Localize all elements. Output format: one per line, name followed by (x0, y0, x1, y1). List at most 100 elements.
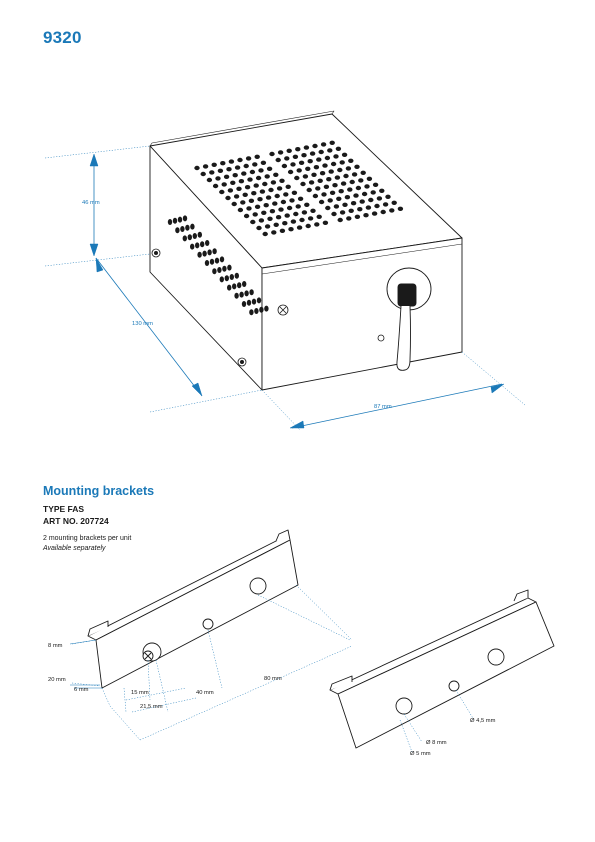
vent-hole (274, 193, 280, 199)
vent-hole (229, 274, 234, 280)
vent-hole (242, 192, 248, 197)
vent-hole (259, 189, 266, 194)
vent-hole (190, 243, 195, 250)
vent-hole (263, 203, 269, 208)
vent-hole (327, 148, 333, 153)
right-bracket-dimensions (399, 689, 475, 753)
vent-hole (250, 219, 256, 225)
vent-hole (217, 267, 222, 273)
vent-hole (194, 165, 200, 171)
vent-hole (313, 165, 320, 170)
vent-hole (379, 188, 385, 193)
vent-hole (389, 208, 395, 213)
vent-hole (301, 210, 308, 215)
vent-hole (279, 228, 286, 233)
vent-hole (279, 178, 285, 183)
vent-hole (228, 159, 235, 164)
vent-hole (339, 210, 346, 215)
vent-hole (296, 168, 302, 173)
vent-hole (264, 224, 271, 229)
vent-hole (226, 167, 232, 172)
vent-hole (222, 265, 227, 272)
vent-hole (347, 187, 353, 192)
vent-hole (225, 195, 231, 201)
vent-hole (297, 196, 304, 201)
dim-6mm: 6 mm (74, 687, 89, 693)
vent-hole (197, 251, 202, 258)
vent-hole (240, 200, 246, 205)
vent-hole (204, 260, 210, 266)
vent-hole (354, 214, 361, 219)
vent-hole (294, 175, 300, 181)
dim-40mm: 40 mm (196, 690, 214, 696)
vent-hole (247, 177, 253, 182)
vent-hole (285, 184, 291, 189)
vent-hole (330, 161, 337, 167)
vent-hole (243, 213, 250, 219)
vent-hole (368, 197, 374, 203)
vent-hole (209, 170, 215, 175)
vent-hole (361, 191, 368, 197)
vent-hole (256, 225, 262, 231)
vent-hole (287, 169, 294, 175)
vent-hole (333, 204, 340, 209)
vent-hole (319, 171, 326, 176)
vent-hole (282, 221, 288, 226)
vent-hole (195, 242, 200, 249)
vent-hole (366, 176, 373, 181)
vent-hole (359, 199, 365, 204)
vent-hole (241, 301, 247, 307)
vent-hole (267, 216, 273, 221)
vent-hole (262, 231, 268, 237)
vent-hole (256, 297, 262, 304)
vent-hole (316, 157, 322, 162)
vent-hole (290, 162, 296, 167)
vent-hole (328, 169, 334, 174)
vent-hole (260, 160, 267, 165)
left-bracket-dimensions (71, 584, 353, 741)
vent-hole (237, 207, 244, 213)
vent-hole (343, 173, 349, 179)
vent-hole (337, 167, 343, 173)
vent-hole (385, 194, 391, 199)
vent-hole (372, 182, 379, 187)
bracket-art-no: ART NO. 207724 (43, 516, 109, 526)
vent-hole (292, 154, 299, 159)
vent-hole (296, 225, 303, 230)
depth-dimension-label: 130 mm (132, 321, 153, 327)
vent-hole (311, 172, 317, 177)
vent-hole (302, 174, 309, 179)
vent-hole (360, 170, 366, 175)
vent-hole (187, 234, 192, 241)
vent-hole (307, 216, 314, 221)
vent-hole (309, 151, 316, 156)
vent-hole (331, 211, 337, 217)
vent-hole (281, 163, 288, 169)
left-bracket (87, 529, 299, 689)
vent-hole (234, 272, 239, 279)
vent-hole (363, 213, 369, 218)
vent-hole (261, 210, 267, 215)
vent-hole (220, 161, 226, 166)
cable-gland (386, 267, 432, 371)
vent-hole (308, 180, 315, 185)
vent-hole (374, 203, 380, 209)
vent-hole (241, 171, 247, 176)
vent-hole (232, 173, 238, 178)
vent-hole (232, 283, 237, 290)
vent-hole (326, 177, 332, 182)
box-dimensions (44, 145, 526, 431)
vent-hole (268, 187, 274, 193)
vent-hole (371, 211, 378, 216)
vent-hole (312, 143, 318, 149)
vent-hole (341, 152, 348, 157)
vent-hole (336, 196, 342, 201)
vent-hole (299, 217, 305, 223)
vent-hole (295, 204, 301, 209)
vent-hole (248, 198, 255, 203)
vent-hole (239, 291, 244, 298)
vent-hole (283, 192, 289, 197)
vent-hole (289, 198, 295, 203)
vent-hole (252, 212, 258, 217)
vent-hole (277, 150, 284, 155)
